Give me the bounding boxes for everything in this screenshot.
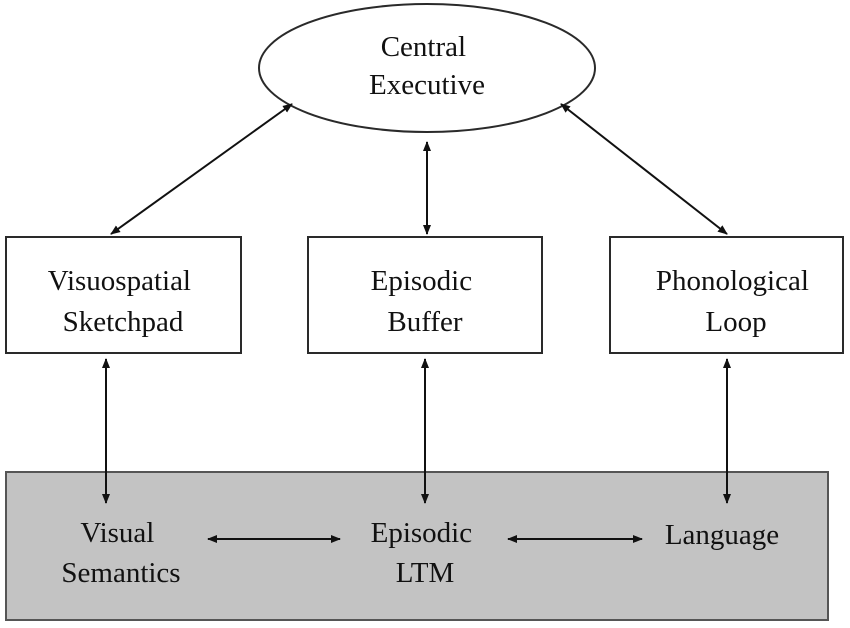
- visuospatial-sketchpad-label-line-1: Visuospatial: [48, 265, 191, 297]
- visual-semantics-label-line-2: Semantics: [61, 557, 180, 589]
- svg-text:Visual Semantics: Visual Semantics: [61, 517, 180, 589]
- episodic-ltm-label-line-2: LTM: [396, 557, 455, 589]
- svg-text:Episodic LTM: Episodic LTM: [371, 517, 480, 589]
- language-label: Language: [665, 519, 779, 551]
- arrow-central-executive-to-visuospatial-sketchpad: [110, 103, 293, 235]
- central-executive-label-line-2: Executive: [369, 69, 485, 101]
- phonological-loop-label-line-1: Phonological: [656, 265, 809, 297]
- episodic-buffer-node: [307, 236, 543, 354]
- long-term-memory-panel: [5, 471, 829, 621]
- visuospatial-sketchpad-label-line-2: Sketchpad: [63, 306, 184, 338]
- svg-text:Visuospatial Sketchpad: Visuospatial Sketchpad: [48, 265, 199, 338]
- central-executive-node: [258, 3, 596, 133]
- visual-semantics-label-line-1: Visual: [80, 517, 154, 549]
- episodic-buffer-label-line-2: Buffer: [387, 306, 463, 338]
- svg-text:Central Executive: Central Executive: [369, 31, 485, 101]
- svg-text:Phonological Loop: Phonological Loop: [656, 265, 816, 338]
- central-executive-label-line-1: Central: [381, 31, 466, 63]
- phonological-loop-node: [609, 236, 844, 354]
- visuospatial-sketchpad-node: [5, 236, 242, 354]
- arrow-central-executive-to-phonological-loop: [560, 103, 728, 235]
- episodic-ltm-label-line-1: Episodic: [371, 517, 473, 549]
- svg-text:Language: Language: [665, 519, 779, 551]
- phonological-loop-label-line-2: Loop: [705, 306, 766, 338]
- svg-text:Episodic Buffer: Episodic Buffer: [371, 265, 480, 338]
- episodic-buffer-label-line-1: Episodic: [371, 265, 473, 297]
